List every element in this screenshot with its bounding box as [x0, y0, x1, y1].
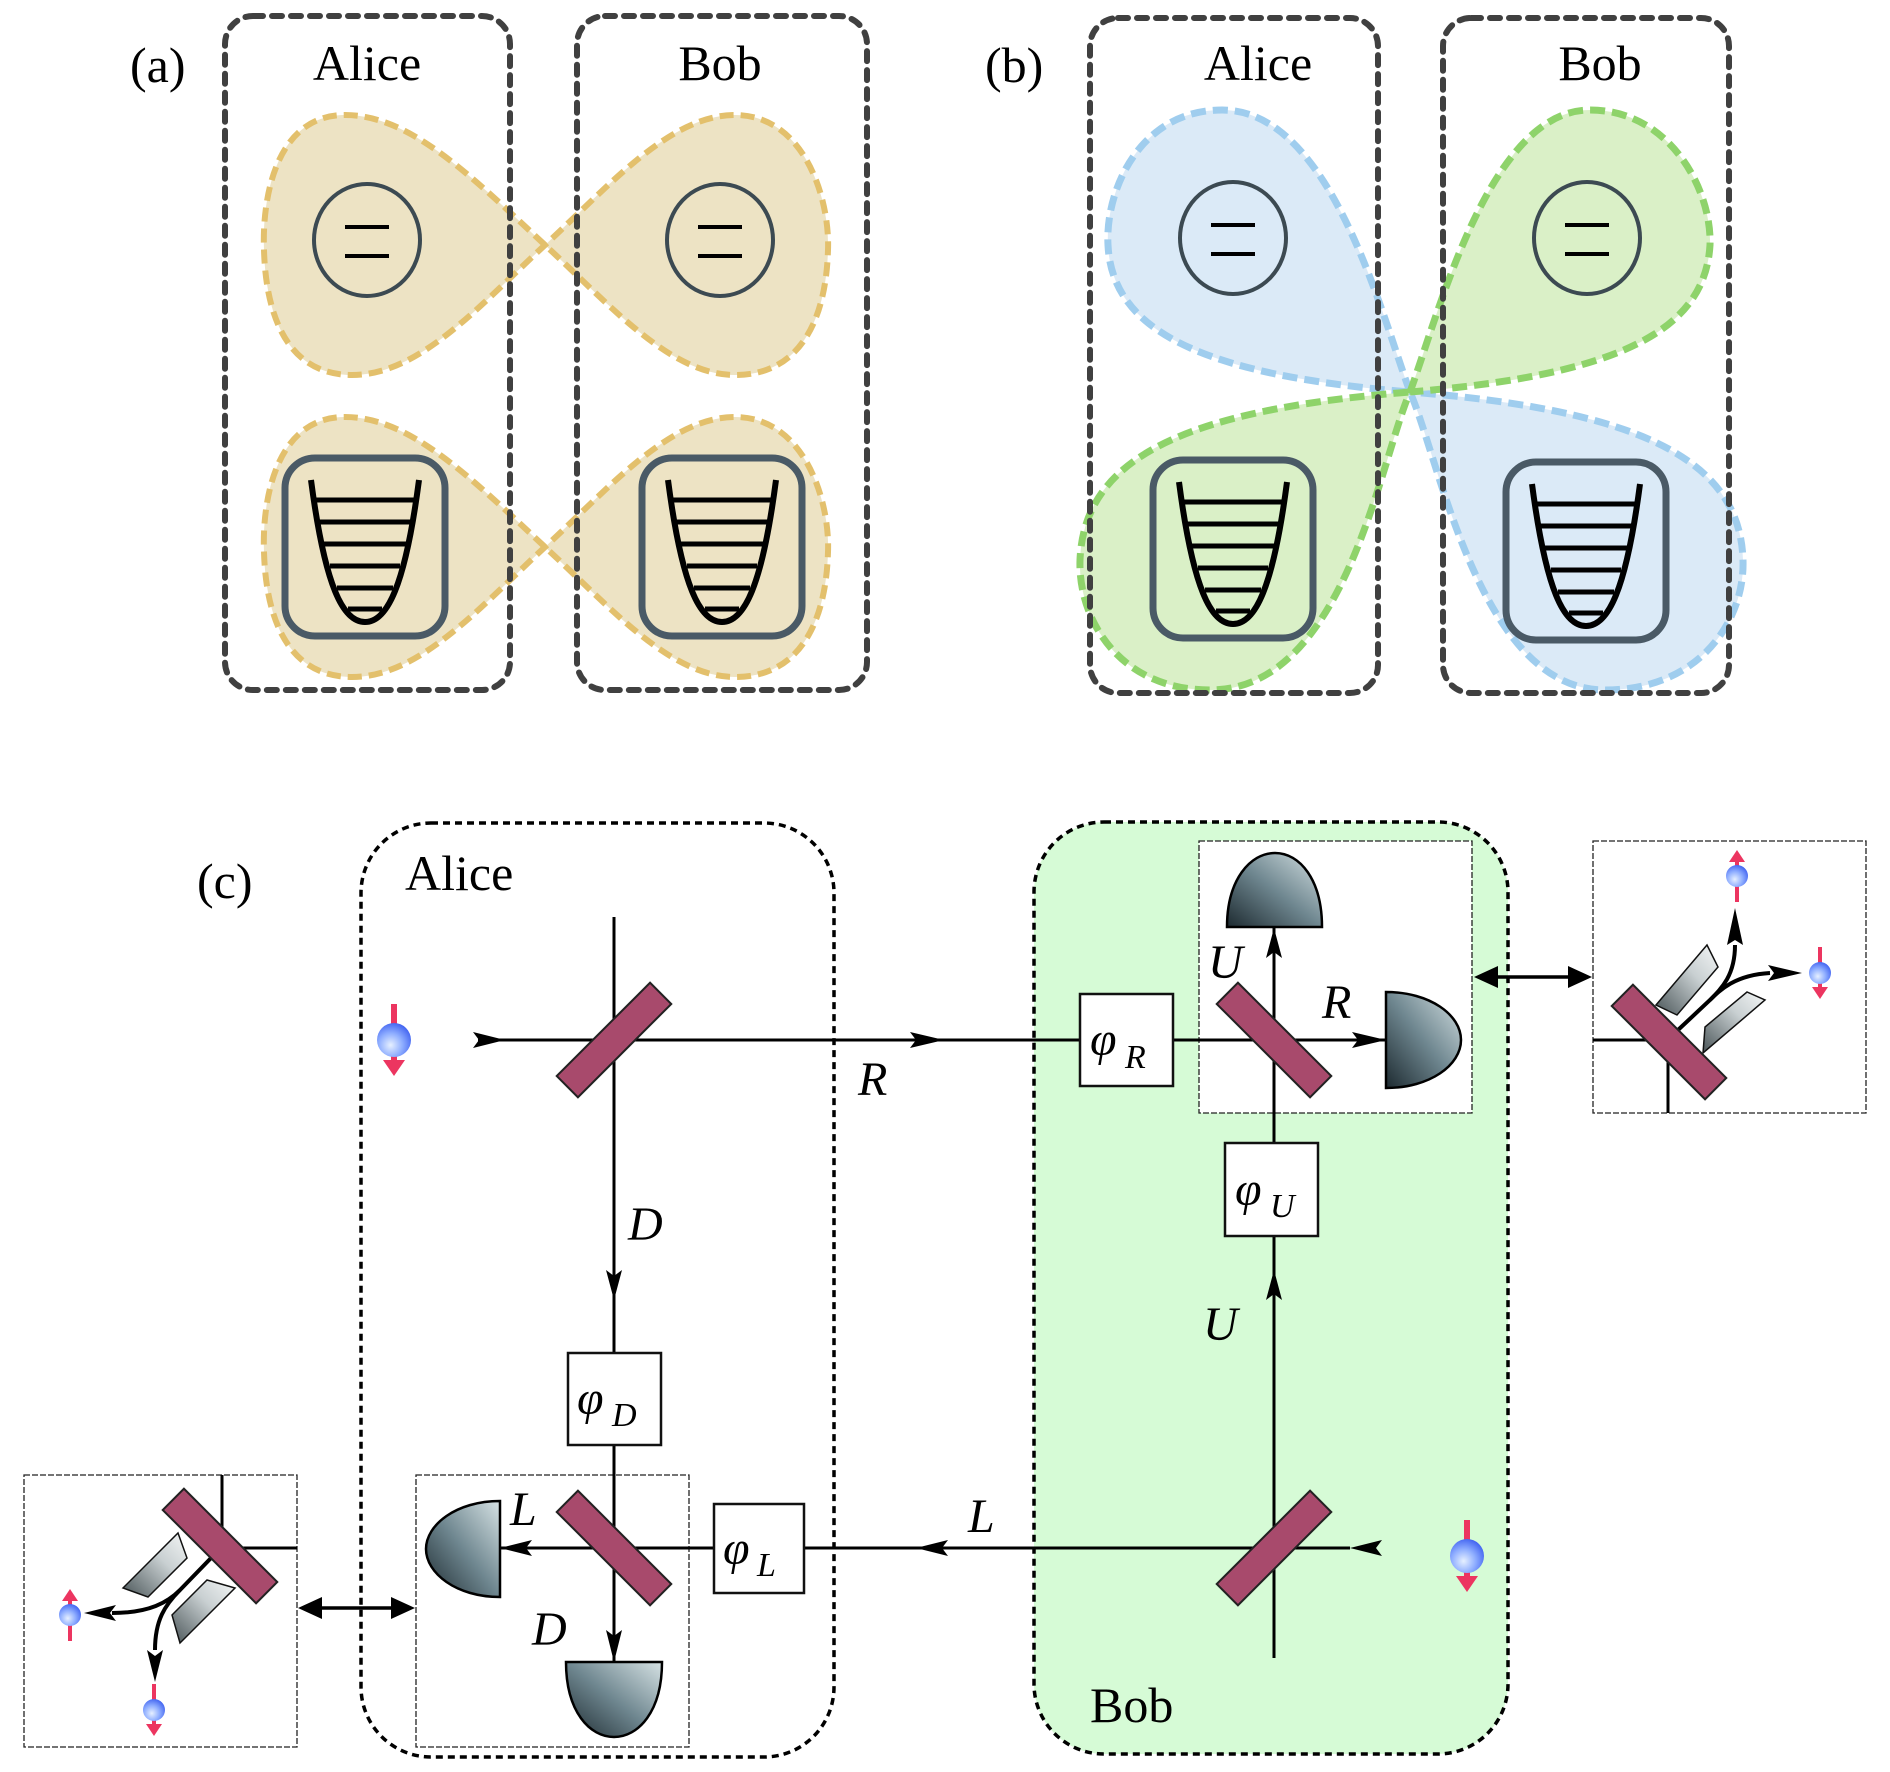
beam-label-R: R: [857, 1053, 887, 1106]
detector-D-icon: [564, 1660, 664, 1739]
arrow-head-icon: [916, 1540, 948, 1556]
beam-label-D: D: [627, 1198, 663, 1251]
bob-label-b: Bob: [1558, 35, 1641, 91]
phi-symbol: φ: [1090, 1013, 1117, 1066]
arrow-head-icon: [298, 1597, 322, 1619]
magnet-plate-icon: [1654, 943, 1719, 1016]
magnet-plate-icon: [121, 1531, 188, 1598]
phi-subscript: U: [1270, 1188, 1297, 1225]
beam-splitter-bob-output: [1215, 981, 1333, 1099]
panel-b-label: (b): [985, 37, 1043, 93]
panel-c: (c) Alice Bob: [23, 820, 1867, 1759]
panel-a-label: (a): [130, 37, 186, 93]
detector-label-D: D: [531, 1603, 567, 1656]
panel-a: (a) Alice Bob: [130, 13, 870, 693]
beam-splitter-inset: [161, 1487, 279, 1605]
arrow-head-icon: [910, 1032, 944, 1048]
bob-label-c: Bob: [1090, 1677, 1173, 1733]
entanglement-lobe-qubits: [260, 111, 832, 379]
arrow-head-icon: [606, 1270, 622, 1300]
phi-symbol: φ: [723, 1522, 750, 1575]
stern-gerlach-apparatus-alice: [57, 1475, 297, 1738]
alice-label-a: Alice: [313, 35, 421, 91]
arrow-head-icon: [1352, 1032, 1386, 1048]
beam-splitter-alice-input: [555, 981, 673, 1099]
beam-splitter-inset: [1610, 983, 1728, 1101]
alice-box-c: [359, 821, 836, 1759]
panel-b: (b) Alice Bob: [985, 15, 1747, 696]
arrow-head-icon: [473, 1032, 505, 1048]
arrow-head-icon: [606, 1630, 622, 1662]
detector-L-icon: [424, 1499, 502, 1599]
bob-box-b: [1440, 15, 1732, 696]
phi-subscript: D: [611, 1397, 637, 1434]
phase-shifter-U: φ U: [1223, 1141, 1320, 1238]
entanglement-lobe-blue: [1104, 106, 1747, 694]
phase-shifter-L: φ L: [712, 1502, 806, 1595]
phase-shifter-D: φ D: [566, 1351, 663, 1447]
arrow-head-icon: [391, 1597, 415, 1619]
beam-label-L: L: [967, 1490, 995, 1543]
detector-label-R: R: [1321, 976, 1351, 1029]
beam-splitter-bob-input: [1215, 1489, 1333, 1607]
detector-U-icon: [1225, 851, 1324, 929]
stern-gerlach-apparatus-bob: [1593, 848, 1833, 1113]
phase-shifter-R: φ R: [1078, 992, 1175, 1088]
bob-box-a: [574, 13, 870, 693]
phi-subscript: R: [1124, 1039, 1146, 1076]
phi-subscript: L: [756, 1547, 776, 1584]
alice-box-b: [1087, 15, 1381, 696]
arrow-head-icon: [1474, 966, 1498, 988]
alice-label-c: Alice: [405, 845, 513, 901]
beam-splitter-alice-output: [555, 1489, 673, 1607]
phi-symbol: φ: [577, 1372, 604, 1425]
arrow-head-icon: [1266, 1270, 1282, 1300]
arrow-head-icon: [1568, 966, 1592, 988]
detector-label-L: L: [509, 1483, 537, 1536]
arrow-head-icon: [1266, 928, 1282, 958]
magnet-plate-icon: [1702, 991, 1767, 1055]
entanglement-lobe-oscillators: [260, 413, 832, 681]
beam-label-U: U: [1203, 1298, 1241, 1351]
alice-label-b: Alice: [1204, 35, 1312, 91]
bob-box-c: [1032, 820, 1510, 1756]
magnet-plate-icon: [171, 1579, 237, 1645]
phi-symbol: φ: [1235, 1163, 1262, 1216]
detector-label-U: U: [1208, 936, 1246, 989]
spin-down-electron-icon: [377, 1004, 411, 1076]
alice-box-a: [222, 13, 513, 693]
panel-c-label: (c): [197, 853, 253, 909]
bob-label-a: Bob: [678, 35, 761, 91]
arrow-head-icon: [1350, 1540, 1382, 1556]
arrow-head-icon: [500, 1540, 532, 1556]
detector-R-icon: [1384, 990, 1463, 1090]
